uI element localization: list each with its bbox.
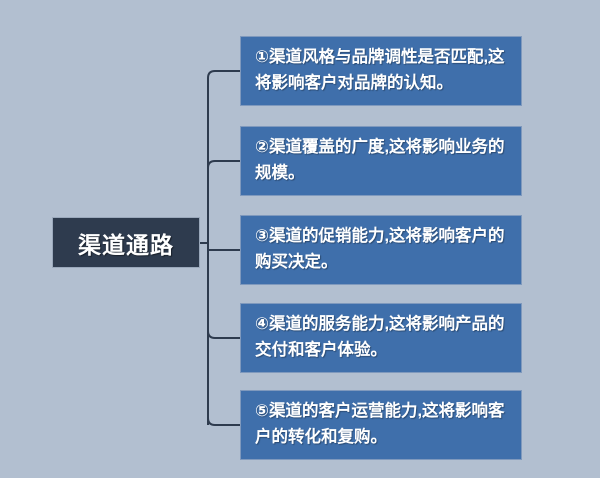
branch-node-2[interactable]: ②渠道覆盖的广度,这将影响业务的规模。 [240,126,522,196]
root-node-label: 渠道通路 [78,231,174,258]
branch-node-1-label: ①渠道风格与品牌调性是否匹配,这将影响客户对品牌的认知。 [255,48,505,92]
branch-node-1[interactable]: ①渠道风格与品牌调性是否匹配,这将影响客户对品牌的认知。 [240,36,522,106]
root-node[interactable]: 渠道通路 [52,217,200,268]
branch-node-4[interactable]: ④渠道的服务能力,这将影响产品的交付和客户体验。 [240,303,522,373]
branch-node-5[interactable]: ⑤渠道的客户运营能力,这将影响客户的转化和复购。 [240,390,522,460]
branch-node-5-label: ⑤渠道的客户运营能力,这将影响客户的转化和复购。 [255,402,505,446]
branch-node-3[interactable]: ③渠道的促销能力,这将影响客户的购买决定。 [240,215,522,285]
branch-node-3-label: ③渠道的促销能力,这将影响客户的购买决定。 [255,227,505,271]
branch-node-4-label: ④渠道的服务能力,这将影响产品的交付和客户体验。 [255,315,505,359]
branch-node-2-label: ②渠道覆盖的广度,这将影响业务的规模。 [255,138,505,182]
